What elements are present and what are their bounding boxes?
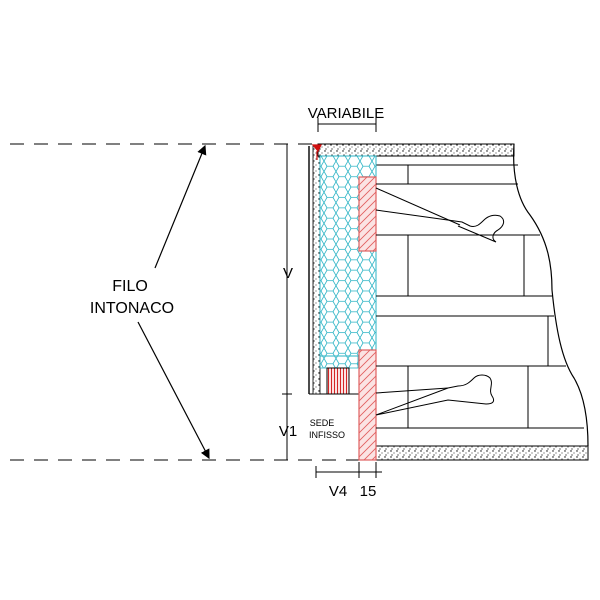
wall-anchor-upper	[375, 209, 505, 243]
arrow-to-top-line	[154, 144, 207, 269]
label-15: 15	[360, 483, 377, 500]
label-infisso: INFISSO	[309, 430, 345, 440]
label-variabile: VARIABILE	[308, 105, 384, 122]
label-filo: FILO	[112, 278, 148, 295]
wall-anchor-lower	[375, 374, 495, 416]
wall-anchor-lower-tail	[375, 387, 449, 394]
insulation-panel-lower	[319, 355, 359, 369]
label-sede: SEDE	[310, 418, 335, 428]
arrow-to-bottom-line	[137, 321, 210, 460]
top-slab-plaster	[317, 143, 515, 157]
frame-profile-lower	[358, 349, 377, 461]
red-corner-mark	[311, 144, 322, 160]
label-v1: V1	[279, 423, 297, 440]
cavity-hatch-block	[326, 367, 350, 395]
wall-right-break	[513, 143, 589, 447]
label-v: V	[283, 265, 293, 282]
wall-anchor-upper-tail	[375, 187, 461, 226]
bottom-slab-plaster	[375, 445, 589, 461]
frame-profile-upper	[358, 176, 377, 252]
label-intonaco: INTONACO	[90, 300, 174, 317]
label-v4: V4	[329, 483, 347, 500]
plaster-band-left	[312, 145, 321, 395]
